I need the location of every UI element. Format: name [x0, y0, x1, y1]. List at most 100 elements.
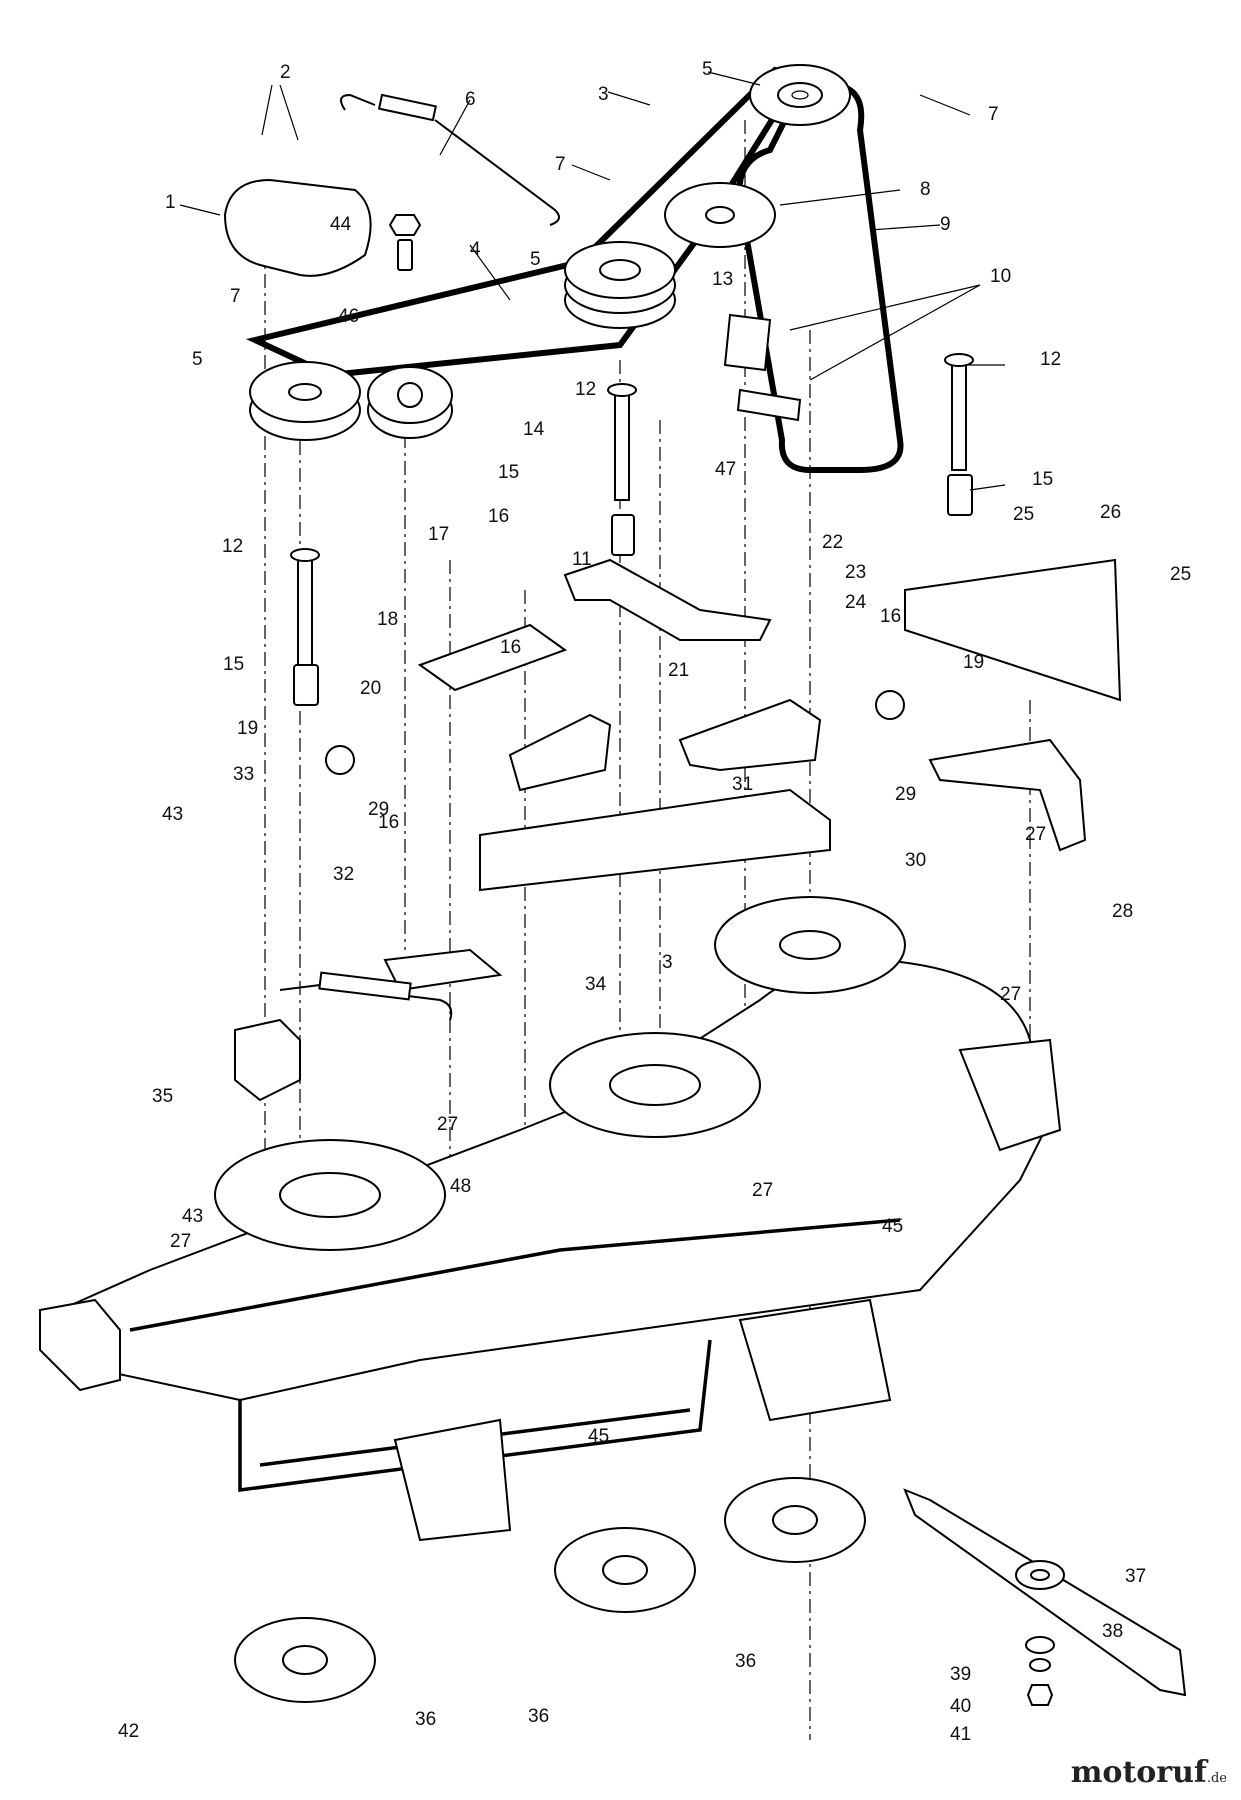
blade-adapters	[234, 1477, 866, 1703]
callout-25: 25	[1170, 564, 1191, 585]
callout-9: 9	[940, 214, 951, 235]
idler-arm-18	[417, 623, 568, 692]
idler-arm-24	[678, 698, 822, 772]
callout-5: 5	[702, 59, 713, 80]
callout-43: 43	[182, 1206, 203, 1227]
callout-28: 28	[1112, 901, 1133, 922]
callout-3: 3	[662, 952, 673, 973]
callout-27: 27	[752, 1180, 773, 1201]
springs	[279, 690, 905, 1021]
callout-7: 7	[230, 286, 241, 307]
callout-10: 10	[990, 266, 1011, 287]
callout-39: 39	[950, 1664, 971, 1685]
callout-45: 45	[588, 1426, 609, 1447]
callout-22: 22	[822, 532, 843, 553]
callout-18: 18	[377, 609, 398, 630]
callout-35: 35	[152, 1086, 173, 1107]
callout-7: 7	[555, 154, 566, 175]
callout-40: 40	[950, 1696, 971, 1717]
callout-15: 15	[1032, 469, 1053, 490]
belt-shield-26	[904, 558, 1122, 702]
callout-47: 47	[715, 459, 736, 480]
callout-36: 36	[735, 1651, 756, 1672]
callout-29: 29	[368, 799, 389, 820]
mower-deck	[39, 896, 1062, 1542]
callout-36: 36	[528, 1706, 549, 1727]
callout-32: 32	[333, 864, 354, 885]
callout-3: 3	[598, 84, 609, 105]
callout-44: 44	[330, 214, 352, 235]
callout-48: 48	[450, 1176, 471, 1197]
callout-2: 2	[280, 62, 291, 83]
deck-bracket-30	[479, 788, 831, 892]
callout-5: 5	[530, 249, 541, 270]
callout-5: 5	[192, 349, 203, 370]
callout-6: 6	[465, 89, 476, 110]
callout-16: 16	[378, 812, 399, 833]
callout-4: 4	[470, 239, 481, 260]
bracket-32	[383, 948, 503, 992]
callout-27: 27	[1000, 984, 1021, 1005]
watermark: motoruf.de	[1071, 1755, 1227, 1790]
callout-27: 27	[170, 1231, 191, 1252]
callout-46: 46	[338, 306, 359, 327]
leader-lines	[179, 71, 1006, 491]
callout-19: 19	[963, 652, 984, 673]
callout-31: 31	[732, 774, 753, 795]
watermark-suffix: .de	[1206, 1771, 1227, 1786]
bracket-35	[234, 1018, 301, 1102]
callout-41: 41	[950, 1724, 971, 1745]
callout-1: 1	[165, 192, 176, 213]
callout-21: 21	[668, 660, 689, 681]
callout-25: 25	[1013, 504, 1034, 525]
callout-24: 24	[845, 592, 867, 613]
callout-37: 37	[1125, 1566, 1146, 1587]
callout-16: 16	[488, 506, 509, 527]
callout-14: 14	[523, 419, 545, 440]
blade-adapter-center	[554, 1527, 696, 1613]
callout-19: 19	[237, 718, 258, 739]
shield-28	[928, 738, 1087, 852]
callout-15: 15	[498, 462, 519, 483]
callout-43: 43	[162, 804, 183, 825]
callout-15: 15	[223, 654, 244, 675]
idler-arm-31	[508, 713, 612, 792]
watermark-brand: motoruf	[1070, 1755, 1207, 1790]
mower-blade	[903, 1488, 1187, 1706]
callout-45: 45	[882, 1216, 903, 1237]
pulley-left	[249, 361, 361, 423]
pulley-top	[749, 64, 851, 126]
callout-33: 33	[233, 764, 254, 785]
callout-13: 13	[712, 269, 733, 290]
callout-20: 20	[360, 678, 381, 699]
callout-23: 23	[845, 562, 866, 583]
bearing-37	[1015, 1560, 1065, 1590]
callout-8: 8	[920, 179, 931, 200]
callout-12: 12	[222, 536, 243, 557]
pulley-8	[664, 182, 776, 248]
callout-17: 17	[428, 524, 449, 545]
belt-cover-1	[223, 178, 372, 277]
idler-bracket-23	[563, 558, 772, 641]
callout-29: 29	[895, 784, 916, 805]
idler-brackets	[234, 558, 1122, 1102]
pulley-center	[564, 241, 676, 299]
callout-12: 12	[575, 379, 596, 400]
callout-11: 11	[572, 549, 592, 570]
callout-7: 7	[988, 104, 999, 125]
callout-30: 30	[905, 850, 926, 871]
spindles-and-bolts	[290, 214, 974, 706]
blade-adapter-right	[724, 1477, 866, 1563]
callout-16: 16	[880, 606, 901, 627]
idler-pulley-14	[367, 366, 453, 424]
callout-26: 26	[1100, 502, 1121, 523]
blade-adapter-left	[234, 1617, 376, 1703]
callout-34: 34	[585, 974, 607, 995]
callout-42: 42	[118, 1721, 139, 1742]
callout-36: 36	[415, 1709, 436, 1730]
callout-38: 38	[1102, 1621, 1123, 1642]
callout-16: 16	[500, 637, 521, 658]
upper-belt-drive	[223, 64, 904, 473]
part-callouts: 1234555677789101112121213141515151616161…	[118, 59, 1191, 1745]
